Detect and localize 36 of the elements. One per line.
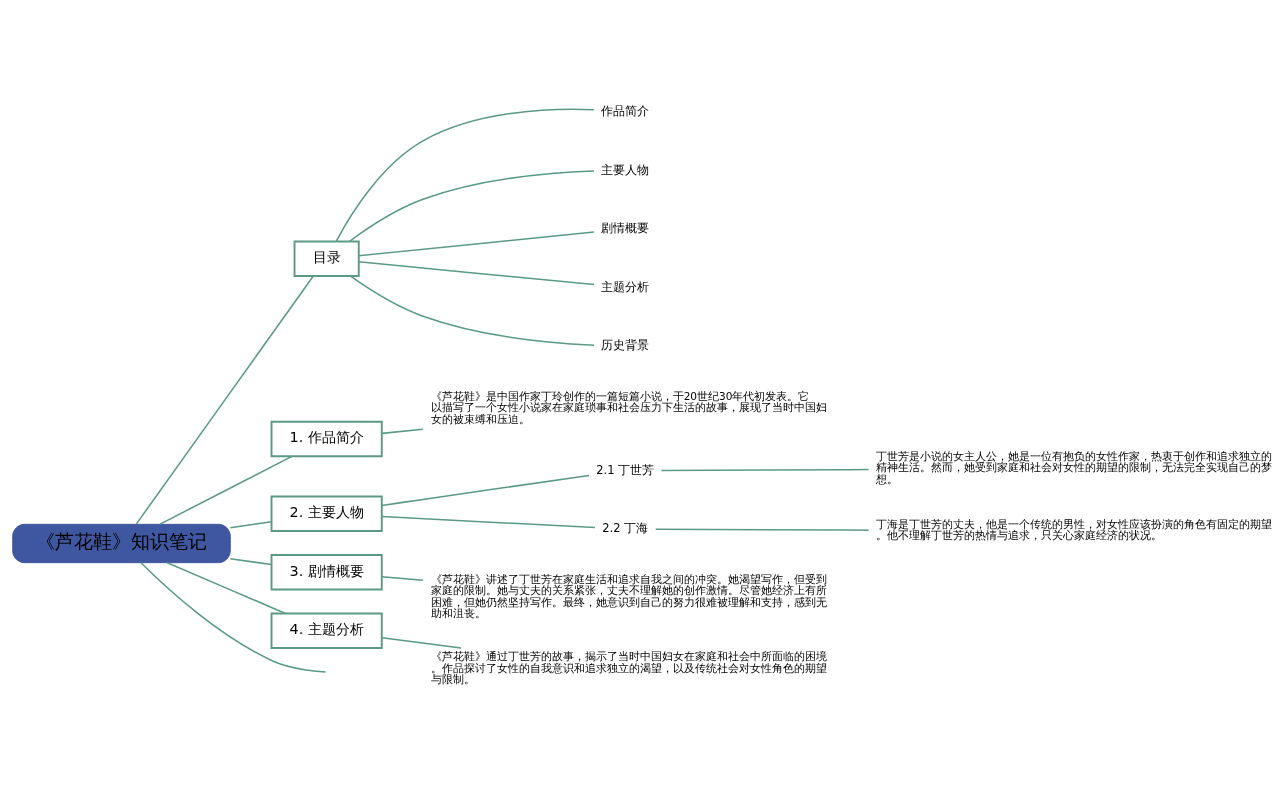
node-text: 丁世芳是小说的女主人公，她是一位有抱负的女性作家，热衷于创作和追求独立的精神生活。然而，她受到家庭和社会对女性的期望的限制，无法完全实现自己的梦想。: [876, 449, 1273, 485]
connector: [335, 108, 595, 243]
connector: [381, 637, 462, 649]
node-text: 历史背景: [601, 337, 650, 352]
connector: [349, 275, 595, 346]
connector: [229, 520, 273, 529]
node-text: 《芦花鞋》是中国作家丁玲创作的一篇短篇小说，于20世纪30年代初发表。它以描写了一个女性小说家在家庭琐事和社会压力下生活的故事，展现了当时中国妇女的被束缚和压迫。: [430, 389, 827, 425]
node-text: 主题分析: [601, 279, 650, 294]
connector: [381, 474, 590, 507]
connector: [140, 562, 327, 673]
node-text: 《芦花鞋》通过丁世芳的故事，揭示了当时中国妇女在家庭和社会中所面临的困境。作品探讨了女性的自我意识和追求独立的渴望，以及传统社会对女性角色的期望与限制。: [430, 650, 827, 686]
node-text: 剧情概要: [601, 221, 650, 236]
connector: [654, 528, 870, 531]
node-text: 2.1 丁世芳: [596, 462, 655, 477]
node-text: 作品简介: [601, 104, 650, 119]
connector: [358, 231, 595, 257]
connector: [381, 428, 424, 435]
connector: [381, 576, 424, 581]
connector: [229, 558, 273, 566]
connector: [348, 170, 595, 242]
connector: [660, 468, 870, 472]
node-box: 1. 作品简介: [270, 420, 383, 458]
connector: [358, 261, 595, 286]
node-box: 《芦花鞋》知识笔记: [12, 523, 231, 564]
node-text: 主要人物: [601, 162, 650, 177]
connector: [135, 275, 314, 525]
node-box: 4. 主题分析: [270, 612, 383, 649]
connector: [381, 515, 596, 529]
node-text: 丁海是丁世芳的丈夫，他是一个传统的男性，对女性应该扮演的角色有固定的期望。他不理解丁世芳的热情与追求，只关心家庭经济的状况。: [876, 517, 1273, 542]
node-box: 2. 主要人物: [270, 495, 383, 532]
connector: [159, 455, 293, 525]
node-text: 2.2 丁海: [602, 521, 649, 536]
node-box: 3. 剧情概要: [270, 554, 383, 591]
connector: [166, 561, 287, 615]
node-box: 目录: [293, 240, 360, 277]
node-text: 《芦花鞋》讲述了丁世芳在家庭生活和追求自我之间的冲突。她渴望写作，但受到家庭的限制。她与丈夫的关系紧张，丈夫不理解她的创作激情。尽管她经济上有所困难，但她仍然坚持写作。最终，她意识到自己的努力很难被理解和支持，感到无助和沮丧。: [430, 572, 827, 620]
